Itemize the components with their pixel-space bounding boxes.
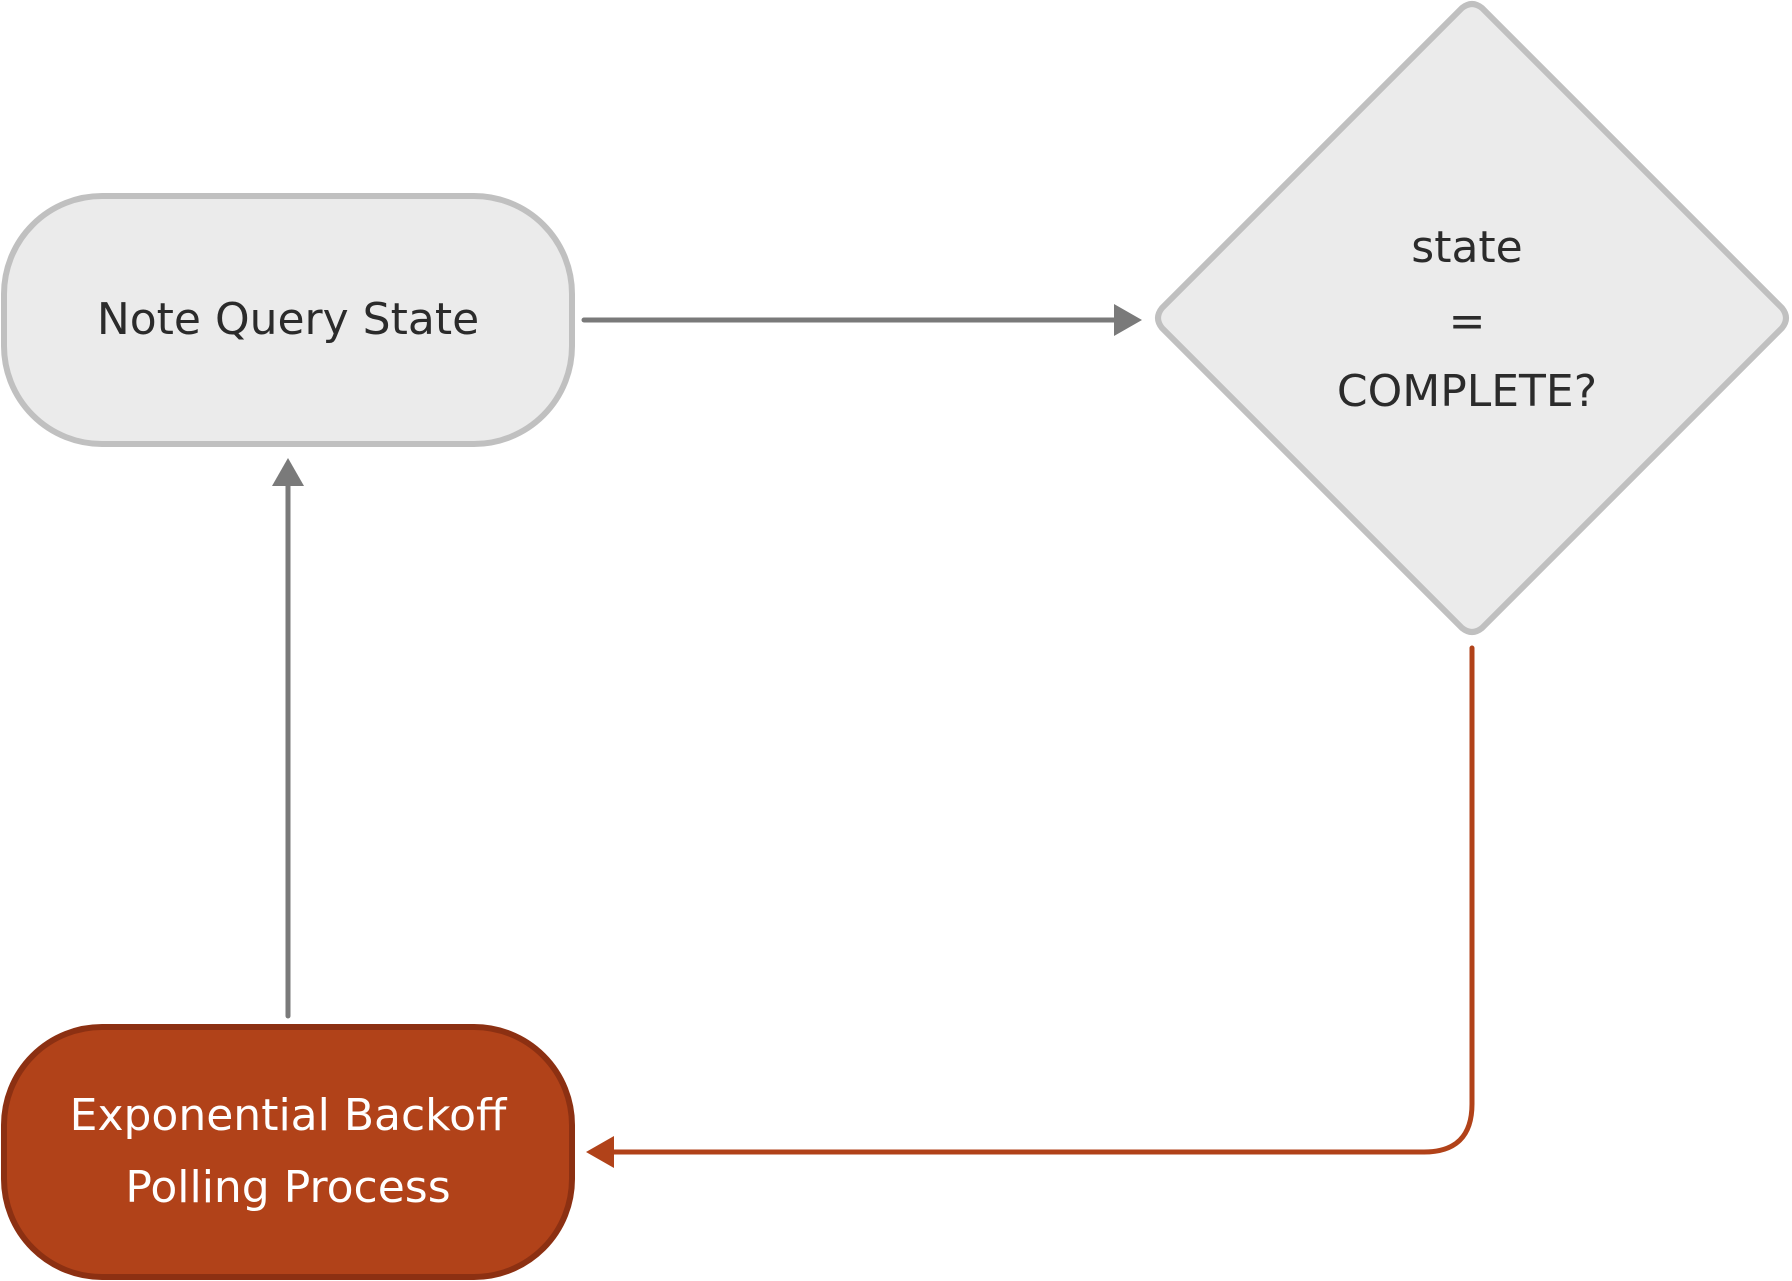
backoff-line-2: Polling Process: [125, 1162, 450, 1213]
decision-line-1: state: [1411, 222, 1522, 273]
arrowhead-up-icon: [272, 458, 304, 486]
node-exponential-backoff[interactable]: Exponential Backoff Polling Process: [1, 1024, 575, 1280]
node-shape: [1, 193, 575, 447]
node-shape: [1, 1024, 575, 1280]
decision-line-2: =: [1449, 296, 1486, 347]
edge-backoff-to-query: [272, 458, 304, 1019]
arrowhead-left-icon: [586, 1136, 614, 1168]
node-note-query-state[interactable]: Note Query State: [1, 193, 575, 447]
decision-diamond-shape: [1155, 1, 1789, 635]
decision-line-3: COMPLETE?: [1337, 366, 1597, 417]
node-decision-state-complete[interactable]: state = COMPLETE?: [1155, 1, 1789, 635]
node-label: Note Query State: [97, 294, 479, 345]
arrowhead-right-icon: [1114, 304, 1142, 336]
edge-decision-to-backoff: [586, 645, 1475, 1168]
backoff-line-1: Exponential Backoff: [70, 1090, 508, 1141]
edge-query-to-decision: [581, 304, 1142, 336]
